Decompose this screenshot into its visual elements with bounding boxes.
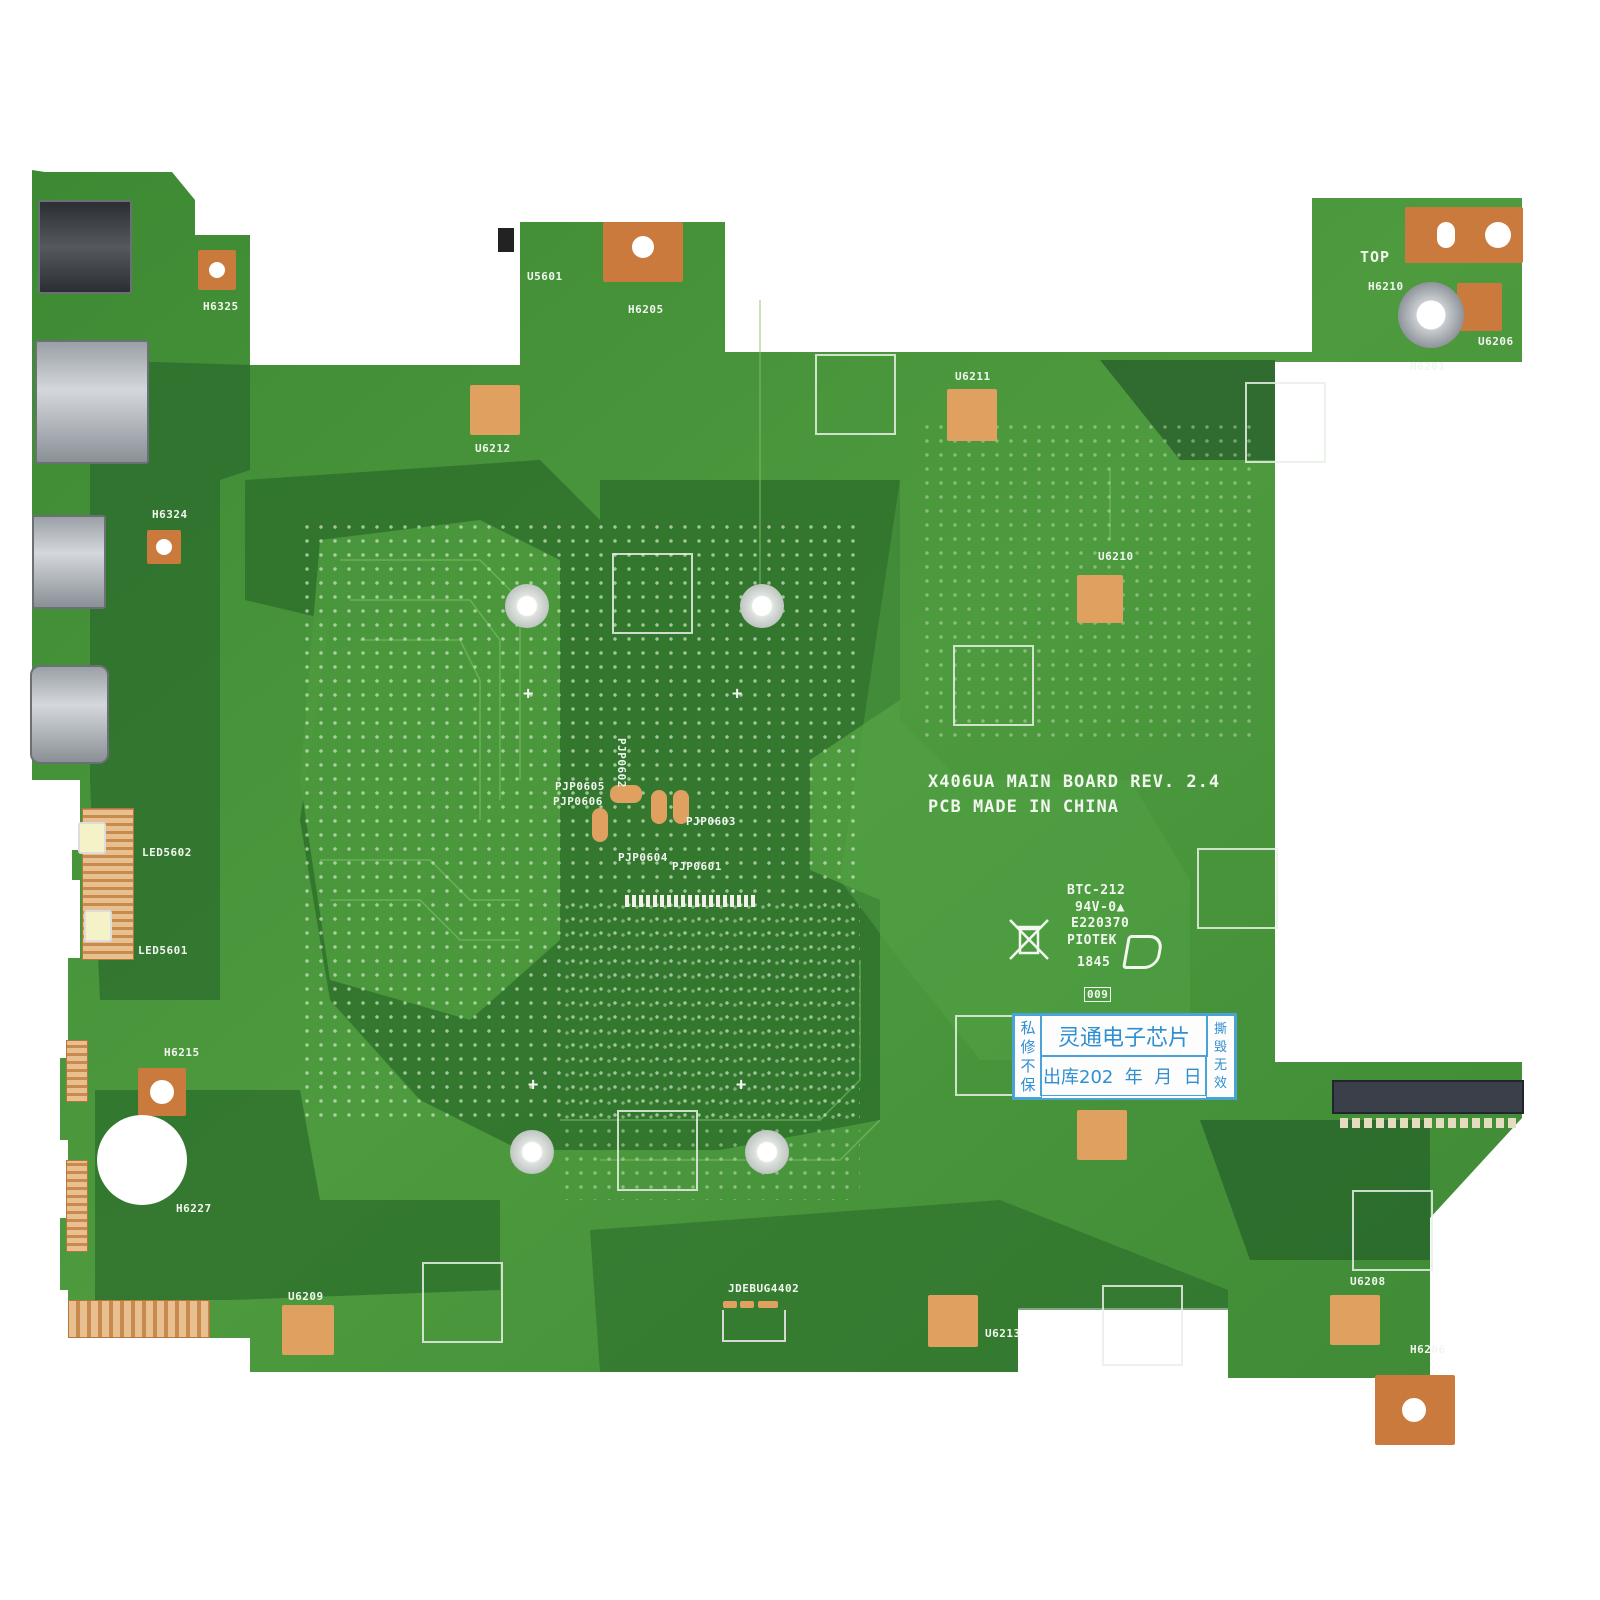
component-outline bbox=[1197, 848, 1278, 929]
standoff bbox=[740, 584, 784, 628]
cert-line4: PIOTEK bbox=[1067, 933, 1117, 948]
component-outline bbox=[953, 645, 1034, 726]
hole bbox=[156, 539, 172, 555]
silk-u6206: U6206 bbox=[1478, 335, 1514, 348]
led-5602 bbox=[78, 822, 106, 854]
component-outline bbox=[1352, 1190, 1433, 1271]
ffc-connector bbox=[1332, 1080, 1524, 1114]
sticker-right-col: 撕 毁 无 效 bbox=[1206, 1015, 1235, 1098]
silk-h6324: H6324 bbox=[152, 508, 188, 521]
pad bbox=[723, 1301, 737, 1308]
fiducial-cross: + bbox=[528, 1075, 540, 1095]
u6210-pad bbox=[1077, 575, 1123, 623]
sticker-title: 灵通电子芯片 bbox=[1040, 1015, 1208, 1057]
silk-pjp0601: PJP0601 bbox=[672, 860, 722, 873]
silk-u6209: U6209 bbox=[288, 1290, 324, 1303]
silk-u5601: U5601 bbox=[527, 270, 563, 283]
smd-row bbox=[625, 895, 755, 907]
silk-u6208: U6208 bbox=[1350, 1275, 1386, 1288]
hole bbox=[632, 236, 654, 258]
u5601-chip bbox=[498, 228, 514, 252]
edge-pads bbox=[66, 1160, 88, 1252]
component-outline bbox=[617, 1110, 698, 1191]
lot-code: 009 bbox=[1084, 987, 1112, 1002]
sticker-date-line: 出库202 年 月 日 bbox=[1040, 1055, 1206, 1096]
standoff bbox=[505, 584, 549, 628]
edge-pads bbox=[68, 1300, 210, 1338]
pad bbox=[1077, 1110, 1127, 1160]
silk-led5602: LED5602 bbox=[142, 846, 192, 859]
fiducial-cross: + bbox=[736, 1075, 748, 1095]
silk-pjp0606: PJP0606 bbox=[553, 795, 603, 808]
component-outline bbox=[612, 553, 693, 634]
connector-pins bbox=[1340, 1118, 1520, 1128]
micro-port bbox=[32, 515, 106, 609]
silk-pjp0605: PJP0605 bbox=[555, 780, 605, 793]
hole bbox=[150, 1080, 174, 1104]
silk-h6206: H6206 bbox=[1410, 1343, 1446, 1356]
h6201-standoff bbox=[1398, 282, 1464, 348]
pjp0602-jumper bbox=[651, 790, 667, 824]
jdebug-connector bbox=[722, 1310, 786, 1342]
edge-pads bbox=[66, 1040, 88, 1102]
u6212-pad bbox=[470, 385, 520, 435]
pjp0606-jumper bbox=[592, 808, 608, 842]
silk-jdebug4402: JDEBUG4402 bbox=[728, 1282, 800, 1295]
board-title-line1: X406UA MAIN BOARD REV. 2.4 bbox=[928, 772, 1221, 792]
cert-line2: 94V-0▲ bbox=[1075, 900, 1125, 915]
standoff bbox=[510, 1130, 554, 1174]
h6227-hole bbox=[97, 1115, 187, 1205]
standoff bbox=[745, 1130, 789, 1174]
u6209-pad bbox=[282, 1305, 334, 1355]
silk-u6211: U6211 bbox=[955, 370, 991, 383]
usb-a-port bbox=[35, 340, 149, 464]
dc-jack-port bbox=[38, 200, 132, 294]
hole bbox=[209, 262, 225, 278]
silk-h6201: H6201 bbox=[1410, 360, 1446, 373]
component-outline bbox=[1102, 1285, 1183, 1366]
cert-line3: E220370 bbox=[1071, 916, 1130, 931]
silk-pjp0604: PJP0604 bbox=[618, 851, 668, 864]
silk-h6205: H6205 bbox=[628, 303, 664, 316]
warranty-sticker: 私 修 不 保 灵通电子芯片 出库202 年 月 日 撕 毁 无 效 bbox=[1012, 1013, 1237, 1100]
pad bbox=[758, 1301, 778, 1308]
silk-h6227: H6227 bbox=[176, 1202, 212, 1215]
silk-h6210: H6210 bbox=[1368, 280, 1404, 293]
sticker-left-col: 私 修 不 保 bbox=[1014, 1015, 1042, 1098]
component-outline bbox=[422, 1262, 503, 1343]
silk-top: TOP bbox=[1360, 248, 1391, 266]
via-field bbox=[560, 900, 860, 1200]
silk-u6213: U6213 bbox=[985, 1327, 1021, 1340]
fiducial-cross: + bbox=[523, 684, 535, 704]
weee-bin-icon bbox=[1009, 919, 1049, 960]
usb-c-port bbox=[30, 665, 109, 764]
silk-h6325: H6325 bbox=[203, 300, 239, 313]
component-outline bbox=[1245, 382, 1326, 463]
silk-u6212: U6212 bbox=[475, 442, 511, 455]
board-title-line2: PCB MADE IN CHINA bbox=[928, 797, 1119, 817]
u6211-pad bbox=[947, 389, 997, 441]
hole bbox=[1402, 1398, 1426, 1422]
fiducial-cross: + bbox=[732, 684, 744, 704]
u6213-pad bbox=[928, 1295, 978, 1347]
pad bbox=[740, 1301, 754, 1308]
led-5601 bbox=[84, 910, 112, 942]
silk-pjp0602: PJP0602 bbox=[615, 738, 628, 788]
silk-u6210: U6210 bbox=[1098, 550, 1134, 563]
component-outline bbox=[815, 354, 896, 435]
u6206-pad bbox=[1457, 283, 1502, 331]
pjp0603-jumper bbox=[673, 790, 689, 824]
hole bbox=[1485, 222, 1511, 248]
silk-pjp0603: PJP0603 bbox=[686, 815, 736, 828]
silk-led5601: LED5601 bbox=[138, 944, 188, 957]
cert-line1: BTC-212 bbox=[1067, 883, 1126, 898]
silk-h6215: H6215 bbox=[164, 1046, 200, 1059]
pjp0605-jumper bbox=[610, 785, 642, 803]
slot bbox=[1437, 222, 1455, 248]
date-code: 1845 bbox=[1077, 955, 1111, 970]
u6208-pad bbox=[1330, 1295, 1380, 1345]
